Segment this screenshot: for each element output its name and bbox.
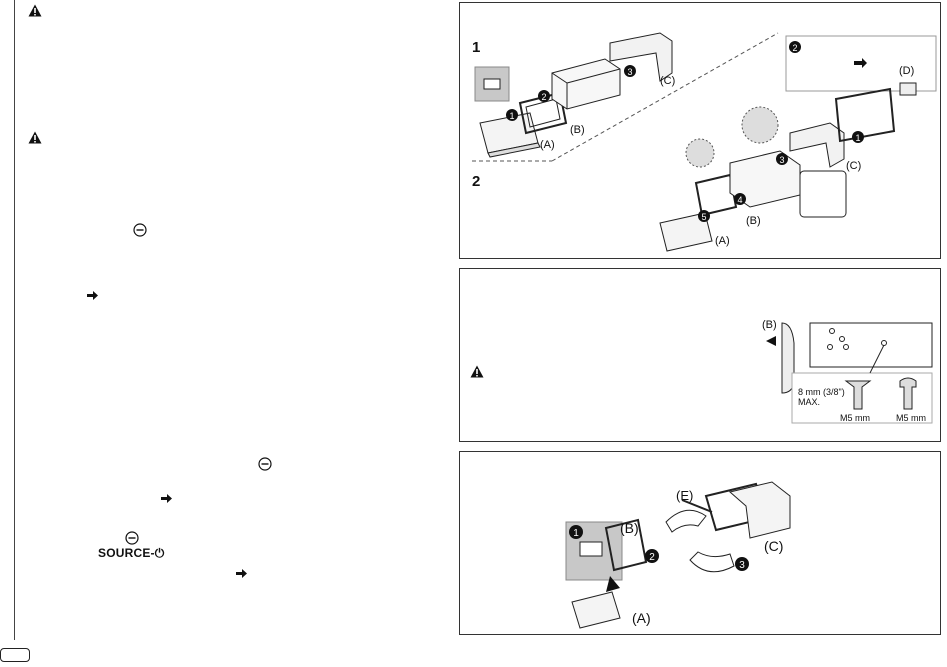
label-b: (B): [762, 319, 777, 331]
label-a: (A): [632, 610, 651, 626]
label-a: (A): [540, 139, 555, 151]
svg-text:5: 5: [701, 212, 706, 222]
screw-diagram: [766, 322, 933, 424]
svg-text:3: 3: [779, 155, 784, 165]
svg-text:4: 4: [737, 195, 742, 205]
m5-label: M5 mm: [896, 413, 926, 423]
removal-panel: 1 2 3 (E) (B) (C) (A): [459, 451, 941, 635]
label-b: (B): [746, 215, 761, 227]
max-label: MAX.: [798, 397, 821, 407]
svg-text:2: 2: [649, 552, 655, 563]
source-button-label: SOURCE-⏻: [98, 546, 165, 560]
label-b: (B): [570, 124, 585, 136]
removal-diagram: 1 2 3: [565, 481, 791, 629]
warning-icon: [28, 4, 42, 22]
right-arrow-icon: [87, 287, 98, 305]
label-e: (E): [676, 488, 694, 503]
svg-text:1: 1: [855, 133, 860, 143]
minus-circle-icon: [125, 531, 139, 550]
label-b: (B): [620, 520, 639, 536]
label-c: (C): [764, 538, 784, 554]
label-c: (C): [660, 75, 676, 87]
installation-diagram: 1 2 3 2 5 4 3 1: [472, 32, 937, 252]
warning-icon: [470, 365, 484, 383]
step-1-number: 1: [472, 39, 481, 56]
m5-label: M5 mm: [840, 413, 870, 423]
svg-text:3: 3: [739, 560, 745, 571]
right-arrow-icon: [161, 490, 172, 508]
minus-circle-icon: [133, 223, 147, 242]
label-c: (C): [846, 160, 862, 172]
label-d: (D): [899, 65, 915, 77]
screw-spec-panel: (B) 8 mm (3/8") MAX. M5 mm M5 mm: [459, 268, 941, 442]
svg-text:2: 2: [541, 92, 546, 102]
svg-text:1: 1: [573, 528, 579, 539]
installation-panel: 1 2 3 2 5 4 3 1 1 2 (A) (B) (C) (D) (C) …: [459, 2, 941, 259]
step-2-number: 2: [472, 173, 481, 190]
svg-text:2: 2: [792, 43, 797, 53]
svg-text:3: 3: [627, 67, 632, 77]
dimension-label: 8 mm (3/8"): [798, 387, 845, 397]
warning-icon: [28, 131, 42, 149]
page-number-badge: [0, 648, 30, 662]
right-arrow-icon: [236, 565, 247, 583]
svg-text:1: 1: [509, 111, 514, 121]
label-a: (A): [715, 235, 730, 247]
minus-circle-icon: [258, 457, 272, 476]
margin-rule: [14, 0, 15, 640]
